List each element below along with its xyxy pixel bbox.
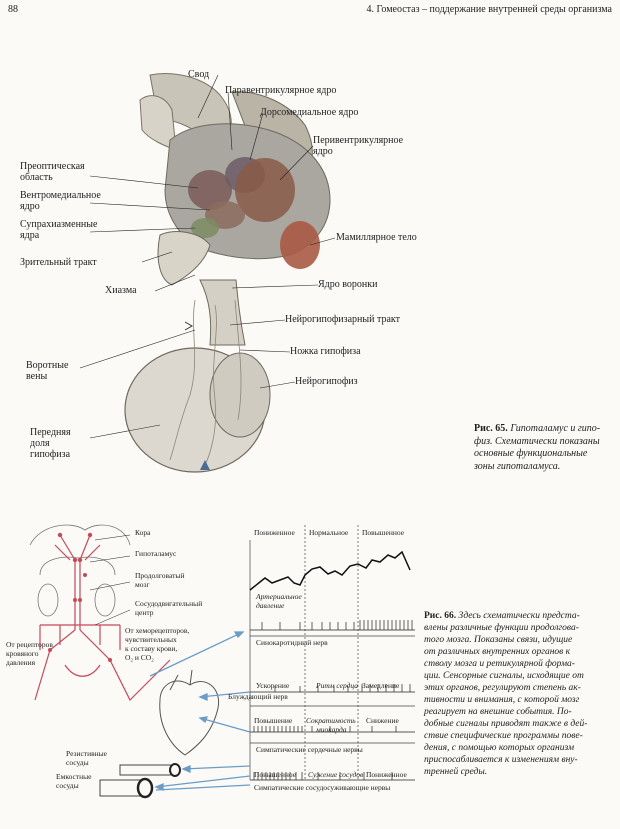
label-preoptic-1: Преоптическая xyxy=(20,161,85,172)
periventricular-nucleus xyxy=(235,158,295,222)
label-medulla-1: Продолговатый xyxy=(135,571,185,580)
label-neurohypophyseal-tract: Нейрогипофизарный тракт xyxy=(285,314,400,325)
label-increase: Повышение xyxy=(254,716,293,725)
label-contractility-1: Сократимость xyxy=(306,716,356,725)
column-high: Повышенное xyxy=(362,528,405,537)
label-vagus: Блуждающий нерв xyxy=(228,692,288,701)
label-capacitive-2: сосуды xyxy=(56,781,79,790)
caption-65-line4: зоны гипоталамуса. xyxy=(474,460,561,472)
label-pituitary-stalk: Ножка гипофиза xyxy=(290,346,361,357)
arterial-pressure-trace xyxy=(249,550,411,591)
caption-66-line-3: от различных внутренних органов к xyxy=(424,647,571,657)
suprachiasmatic-nucleus xyxy=(191,218,219,238)
label-chiasm: Хиазма xyxy=(105,285,137,296)
label-pressure-receptors-1: От рецепторов xyxy=(6,640,53,649)
label-optic-tract: Зрительный тракт xyxy=(20,257,97,268)
label-suprachiasmatic-2: ядра xyxy=(20,230,40,241)
label-vessel-narrowing: Сужение сосудов xyxy=(308,770,364,779)
signal-arrows xyxy=(149,631,251,791)
label-raised: Повышенное xyxy=(254,770,297,779)
caption-65-number: Рис. 65. xyxy=(474,423,508,434)
label-lowered: Пониженное xyxy=(366,770,407,779)
label-chemoreceptors-2: чувствительных xyxy=(125,635,177,644)
caption-66-line-7: тивности и внимания, с которой мозг xyxy=(424,695,580,705)
label-decrease: Снижение xyxy=(366,716,399,725)
label-acceleration: Ускорение xyxy=(256,681,290,690)
label-sympathetic-cardiac: Симпатические сердечные нервы xyxy=(256,745,363,754)
label-dorsomedial: Дорсомедиальное ядро xyxy=(260,107,359,118)
label-paraventricular: Паравентрикулярное ядро xyxy=(225,85,337,96)
label-pressure-receptors-2: кровяного xyxy=(6,649,39,658)
caption-66-line-9: добные сигналы приводят также в дей- xyxy=(424,719,588,729)
label-portal-veins-1: Воротные xyxy=(26,360,69,371)
label-infundibular-nucleus: Ядро воронки xyxy=(318,279,378,290)
caption-66-line-1: влены различные функции продолговa- xyxy=(424,623,579,633)
label-contractility-2: миокарда xyxy=(316,725,347,734)
capacitive-vessel xyxy=(99,777,154,799)
label-ventromedial-1: Вентромедиальное xyxy=(20,190,101,201)
caption-66-line-12: приспосабливается к изменениям вну- xyxy=(424,755,578,765)
sympathetic-cardiac-spikes xyxy=(250,726,415,733)
label-arterial-2: давление xyxy=(256,601,285,610)
label-cortex: Кора xyxy=(135,528,151,537)
label-resistive-2: сосуды xyxy=(66,758,89,767)
caption-66-line-8: реагирует на внешние события. По- xyxy=(424,707,572,717)
figure-66-caption: Рис. 66. Здесь схематически предста- вле… xyxy=(424,610,616,778)
label-vasomotor-2: центр xyxy=(135,608,154,617)
label-capacitive-1: Емкостные xyxy=(56,772,92,781)
label-fornix: Свод xyxy=(188,69,210,80)
label-sympathetic-vasoconstrictor: Симпатические сосудосуживающие нервы xyxy=(254,783,391,792)
caption-66-number: Рис. 66. xyxy=(424,611,457,621)
label-pressure-receptors-3: давления xyxy=(6,658,36,667)
figure-65-caption: Рис. 65. Гипоталамус и гипо- физ. Схемат… xyxy=(474,423,614,473)
sinocarotid-spikes xyxy=(250,620,415,631)
label-chemoreceptors-4: O₂ и CO₂ xyxy=(125,653,154,662)
label-mammillary: Мамиллярное тело xyxy=(336,232,417,243)
label-slowing: Замедление xyxy=(362,681,400,690)
column-normal: Нормальное xyxy=(309,528,349,537)
caption-65-line1: Гипоталамус и гипо- xyxy=(510,423,601,434)
caption-66-line-11: дения, с помощью которых организм xyxy=(424,743,575,753)
page-number: 88 xyxy=(8,4,18,15)
caption-65-line3: основные функциональные xyxy=(474,448,588,459)
caption-66-line-10: ствие специфические программы пове- xyxy=(424,731,583,741)
label-medulla-2: мозг xyxy=(135,580,150,589)
label-preoptic-2: область xyxy=(20,172,53,183)
running-header-title: 4. Гомеостаз – поддержание внутренней ср… xyxy=(366,4,612,15)
label-anterior-lobe-1: Передняя xyxy=(30,427,71,438)
label-periventricular-1: Перивентрикулярное xyxy=(313,135,404,146)
caption-66-line-0: Здесь схематически предста- xyxy=(458,611,580,621)
caption-66-line-4: стволу мозга и ретикулярной форма- xyxy=(424,659,575,669)
label-chemoreceptors-1: От хеморецепторов, xyxy=(125,626,190,635)
label-ventromedial-2: ядро xyxy=(20,201,40,212)
label-portal-veins-2: вены xyxy=(26,371,48,382)
preoptic-nucleus xyxy=(188,170,232,210)
label-chemoreceptors-3: к составу крови, xyxy=(125,644,178,653)
label-neurohypophysis: Нейрогипофиз xyxy=(295,376,358,387)
resistive-vessel xyxy=(119,763,181,777)
caption-66-line-2: того мозга. Показаны связи, идущие xyxy=(424,635,573,645)
label-suprachiasmatic-1: Супрахиазменные xyxy=(20,219,98,230)
label-sinocarotid: Синокаротидный нерв xyxy=(256,638,328,647)
vagus-spikes xyxy=(250,684,415,693)
caption-65-line2: физ. Схематически показаны xyxy=(474,435,600,447)
caption-66-line-6: этих органов, регулируют степень ак- xyxy=(424,683,581,693)
label-anterior-lobe-2: доля xyxy=(30,438,50,449)
label-anterior-lobe-3: гипофиза xyxy=(30,449,71,460)
sympathetic-vasoconstrictor-spikes xyxy=(250,772,415,781)
column-low: Пониженное xyxy=(254,528,295,537)
mammillary-body xyxy=(280,221,320,269)
label-resistive-1: Резистивные xyxy=(66,749,108,758)
label-arterial-1: Артериальное xyxy=(256,592,302,601)
caption-66-line-13: тренней среды. xyxy=(424,767,488,777)
caption-66-line-5: ции. Сенсорные сигналы, исходящие от xyxy=(424,671,584,681)
label-periventricular-2: ядро xyxy=(313,146,333,157)
label-heart-rhythm: Ритм сердца xyxy=(316,681,359,690)
label-hypothalamus: Гипоталамус xyxy=(135,549,177,558)
label-vasomotor-1: Сосудодвигательный xyxy=(135,599,203,608)
